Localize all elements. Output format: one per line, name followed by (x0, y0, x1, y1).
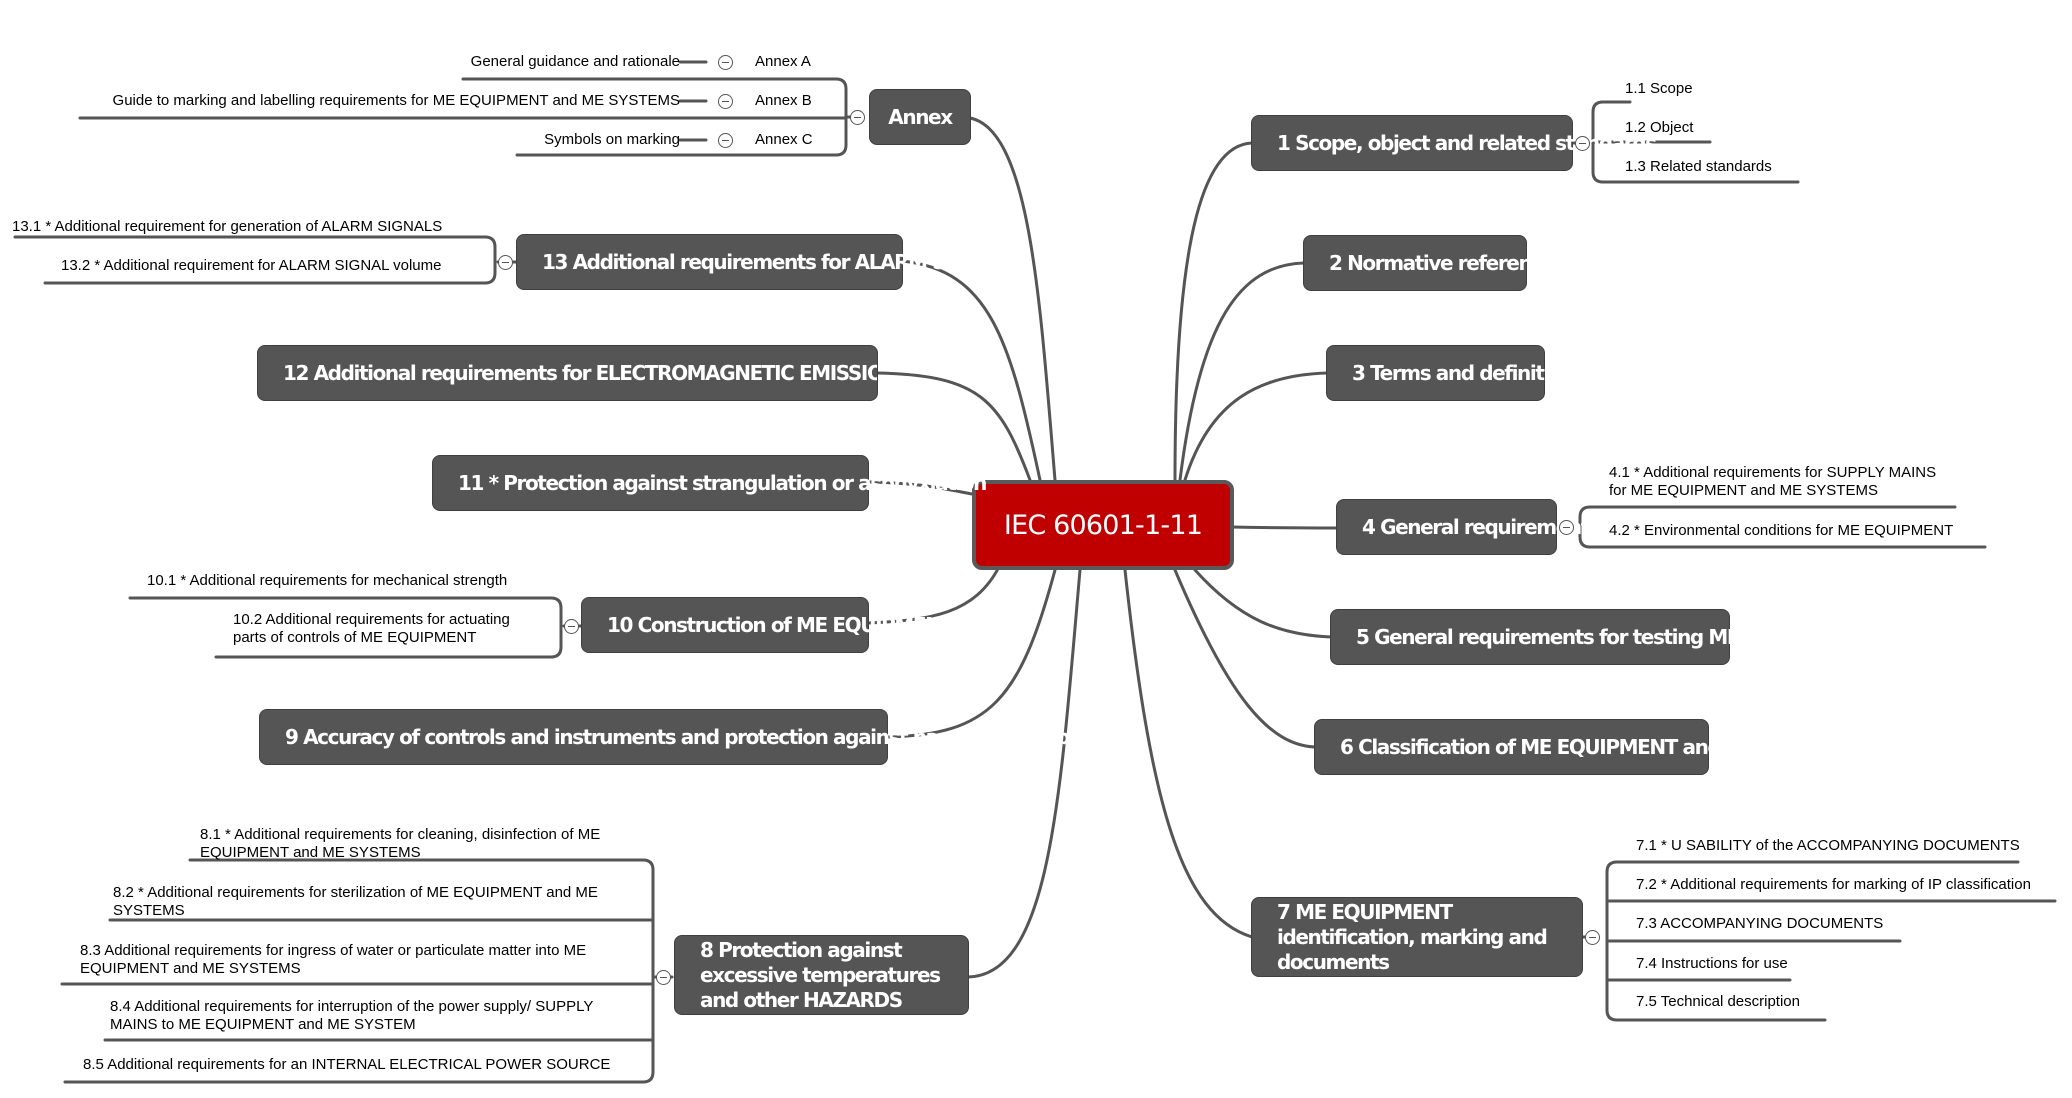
collapse-annex-c-icon[interactable] (718, 133, 733, 148)
collapse-annex-a-icon[interactable] (718, 55, 733, 70)
annex-a-title[interactable]: General guidance and rationale (470, 53, 680, 70)
topic-4-general-requirements[interactable]: 4 General requirements (1337, 500, 1601, 554)
topic-10-label: 10 Construction of ME EQUIPMENT (607, 613, 954, 637)
collapse-topic-8-icon[interactable] (656, 970, 671, 985)
subtopic-4-2[interactable]: 4.2 * Environmental conditions for ME EQ… (1609, 522, 1954, 539)
topic-5-testing-me-equipment[interactable]: 5 General requirements for testing ME EQ… (1331, 610, 1866, 664)
topic-12-electromagnetic-emissions[interactable]: 12 Additional requirements for ELECTROMA… (258, 346, 877, 400)
topic-8-label: 8 Protection against excessive temperatu… (700, 937, 941, 1012)
subtopic-7-4[interactable]: 7.4 Instructions for use (1636, 955, 1788, 972)
annex-c-title[interactable]: Symbols on marking (544, 131, 680, 148)
root-topic-label: IEC 60601-1-11 (1003, 509, 1203, 541)
topic-9-label: 9 Accuracy of controls and instruments a… (285, 725, 1102, 749)
topic-3-terms-and-definitions[interactable]: 3 Terms and definitions (1327, 346, 1586, 400)
subtopic-1-1[interactable]: 1.1 Scope (1625, 80, 1693, 97)
topic-13-alarm-systems[interactable]: 13 Additional requirements for ALARM SYS… (517, 235, 1029, 289)
collapse-annex-b-icon[interactable] (718, 94, 733, 109)
annex-b-title[interactable]: Guide to marking and labelling requireme… (112, 92, 680, 109)
collapse-topic-7-icon[interactable] (1585, 930, 1600, 945)
subtopic-8-3[interactable]: 8.3 Additional requirements for ingress … (80, 942, 587, 977)
collapse-topic-13-icon[interactable] (498, 255, 513, 270)
topic-1-scope[interactable]: 1 Scope, object and related standards (1252, 116, 1657, 170)
subtopic-7-3[interactable]: 7.3 ACCOMPANYING DOCUMENTS (1636, 915, 1884, 932)
subtopic-8-1[interactable]: 8.1 * Additional requirements for cleani… (200, 826, 601, 861)
collapse-topic-4-icon[interactable] (1559, 520, 1574, 535)
root-topic[interactable]: IEC 60601-1-11 (972, 480, 1234, 570)
topic-2-normative-references[interactable]: 2 Normative references (1304, 236, 1566, 290)
subtopic-4-1[interactable]: 4.1 * Additional requirements for SUPPLY… (1609, 464, 1937, 499)
topic-3-label: 3 Terms and definitions (1352, 361, 1586, 385)
topic-6-label: 6 Classification of ME EQUIPMENT and ME … (1340, 735, 1859, 759)
subtopic-7-2[interactable]: 7.2 * Additional requirements for markin… (1636, 876, 2031, 893)
topic-5-label: 5 General requirements for testing ME EQ… (1356, 625, 1866, 649)
topic-12-label: 12 Additional requirements for ELECTROMA… (283, 361, 877, 385)
subtopic-7-1[interactable]: 7.1 * U SABILITY of the ACCOMPANYING DOC… (1636, 837, 2020, 854)
topic-annex-label: Annex (888, 105, 953, 129)
topic-6-classification[interactable]: 6 Classification of ME EQUIPMENT and ME … (1315, 720, 1859, 774)
topic-11-label: 11 * Protection against strangulation or… (458, 471, 987, 495)
topic-7-identification-marking[interactable]: 7 ME EQUIPMENT identification, marking a… (1252, 898, 1582, 976)
topic-10-construction[interactable]: 10 Construction of ME EQUIPMENT (582, 598, 954, 652)
annex-c-label[interactable]: Annex C (755, 131, 813, 148)
subtopic-8-2[interactable]: 8.2 * Additional requirements for steril… (113, 884, 598, 919)
annex-b-label[interactable]: Annex B (755, 92, 812, 109)
subtopic-10-1[interactable]: 10.1 * Additional requirements for mecha… (147, 572, 508, 589)
topic-7-label: 7 ME EQUIPMENT identification, marking a… (1277, 899, 1548, 974)
subtopic-10-2[interactable]: 10.2 Additional requirements for actuati… (233, 611, 510, 646)
subtopic-8-5[interactable]: 8.5 Additional requirements for an INTER… (83, 1056, 611, 1073)
topic-13-label: 13 Additional requirements for ALARM SYS… (542, 250, 1029, 274)
subtopic-1-2[interactable]: 1.2 Object (1625, 119, 1694, 136)
topic-11-strangulation[interactable]: 11 * Protection against strangulation or… (433, 456, 987, 510)
collapse-topic-10-icon[interactable] (564, 619, 579, 634)
collapse-topic-1-icon[interactable] (1575, 136, 1590, 151)
subtopic-13-2[interactable]: 13.2 * Additional requirement for ALARM … (61, 257, 442, 274)
subtopic-13-1[interactable]: 13.1 * Additional requirement for genera… (12, 218, 443, 235)
subtopic-1-3[interactable]: 1.3 Related standards (1625, 158, 1772, 175)
topic-9-accuracy-of-controls[interactable]: 9 Accuracy of controls and instruments a… (260, 710, 1102, 764)
topic-1-label: 1 Scope, object and related standards (1277, 131, 1657, 155)
subtopic-7-5[interactable]: 7.5 Technical description (1636, 993, 1800, 1010)
annex-a-label[interactable]: Annex A (755, 53, 811, 70)
topic-2-label: 2 Normative references (1329, 251, 1566, 275)
topic-8-protection-against-temperatures[interactable]: 8 Protection against excessive temperatu… (675, 936, 968, 1014)
collapse-annex-icon[interactable] (850, 110, 865, 125)
topic-annex[interactable]: Annex (870, 90, 970, 144)
subtopic-8-4[interactable]: 8.4 Additional requirements for interrup… (110, 998, 594, 1033)
